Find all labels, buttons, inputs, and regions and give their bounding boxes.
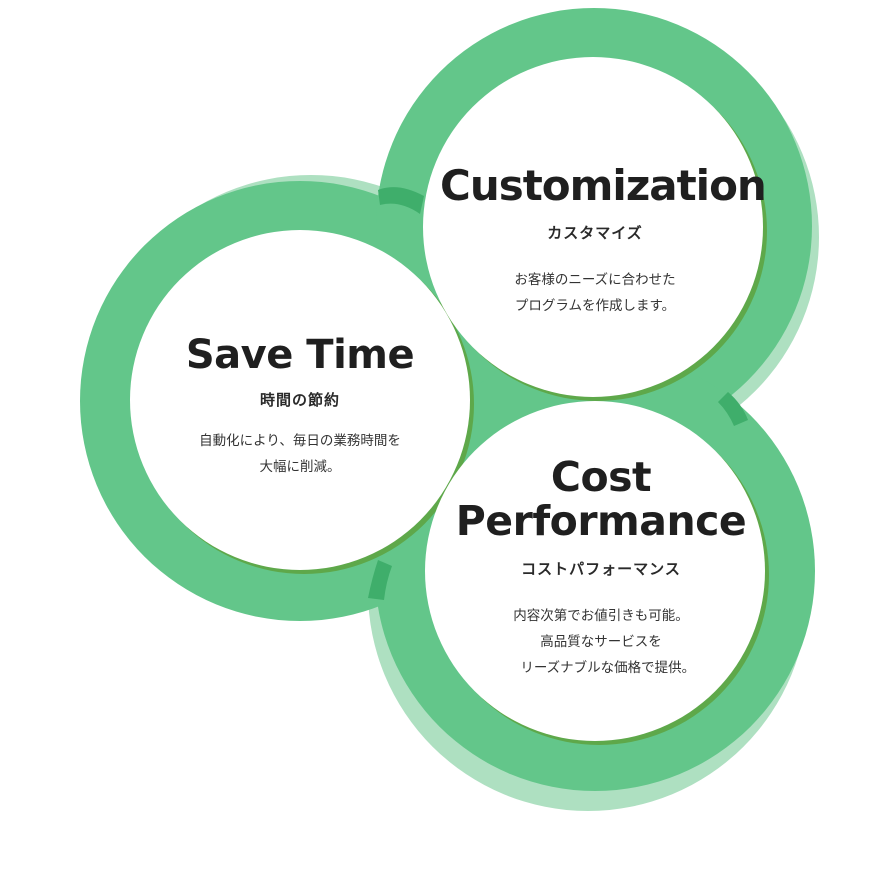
title-line: Cost	[550, 453, 652, 501]
feature-title: Customization	[440, 161, 767, 210]
ring-overlap-bottom	[368, 560, 392, 600]
feature-cost-performance: Cost Performance コストパフォーマンス 内容次第でお値引きも可能…	[446, 455, 756, 681]
description-line: 高品質なサービスを	[540, 633, 662, 650]
feature-save-time: Save Time 時間の節約 自動化により、毎日の業務時間を 大幅に削減。	[150, 332, 450, 480]
feature-title: Save Time	[185, 332, 415, 378]
feature-description: 内容次第でお値引きも可能。 高品質なサービスを リーズナブルな価格で提供。	[446, 603, 756, 681]
feature-customization: Customization カスタマイズ お客様のニーズに合わせた プログラムを…	[440, 161, 767, 319]
description-line: 自動化により、毎日の業務時間を	[199, 433, 401, 450]
feature-description: お客様のニーズに合わせた プログラムを作成します。	[440, 267, 750, 319]
ring-overlap-top	[378, 187, 424, 214]
description-line: 大幅に削減。	[259, 459, 341, 476]
inner-disc-cost	[425, 401, 765, 741]
description-line: プログラムを作成します。	[514, 298, 676, 315]
ring-overlap-middle	[718, 392, 748, 426]
inner-disc-save	[130, 230, 470, 570]
description-line: 内容次第でお値引きも可能。	[513, 607, 689, 624]
feature-subtitle: コストパフォーマンス	[521, 559, 681, 578]
feature-description: 自動化により、毎日の業務時間を 大幅に削減。	[150, 428, 450, 480]
feature-title: Cost Performance	[446, 455, 756, 544]
title-line: Performance	[455, 497, 747, 546]
description-line: リーズナブルな価格で提供。	[506, 659, 696, 676]
description-line: お客様のニーズに合わせた	[514, 272, 676, 289]
feature-subtitle: 時間の節約	[259, 391, 340, 410]
feature-subtitle: カスタマイズ	[547, 224, 643, 243]
inner-disc-custom	[423, 57, 763, 397]
